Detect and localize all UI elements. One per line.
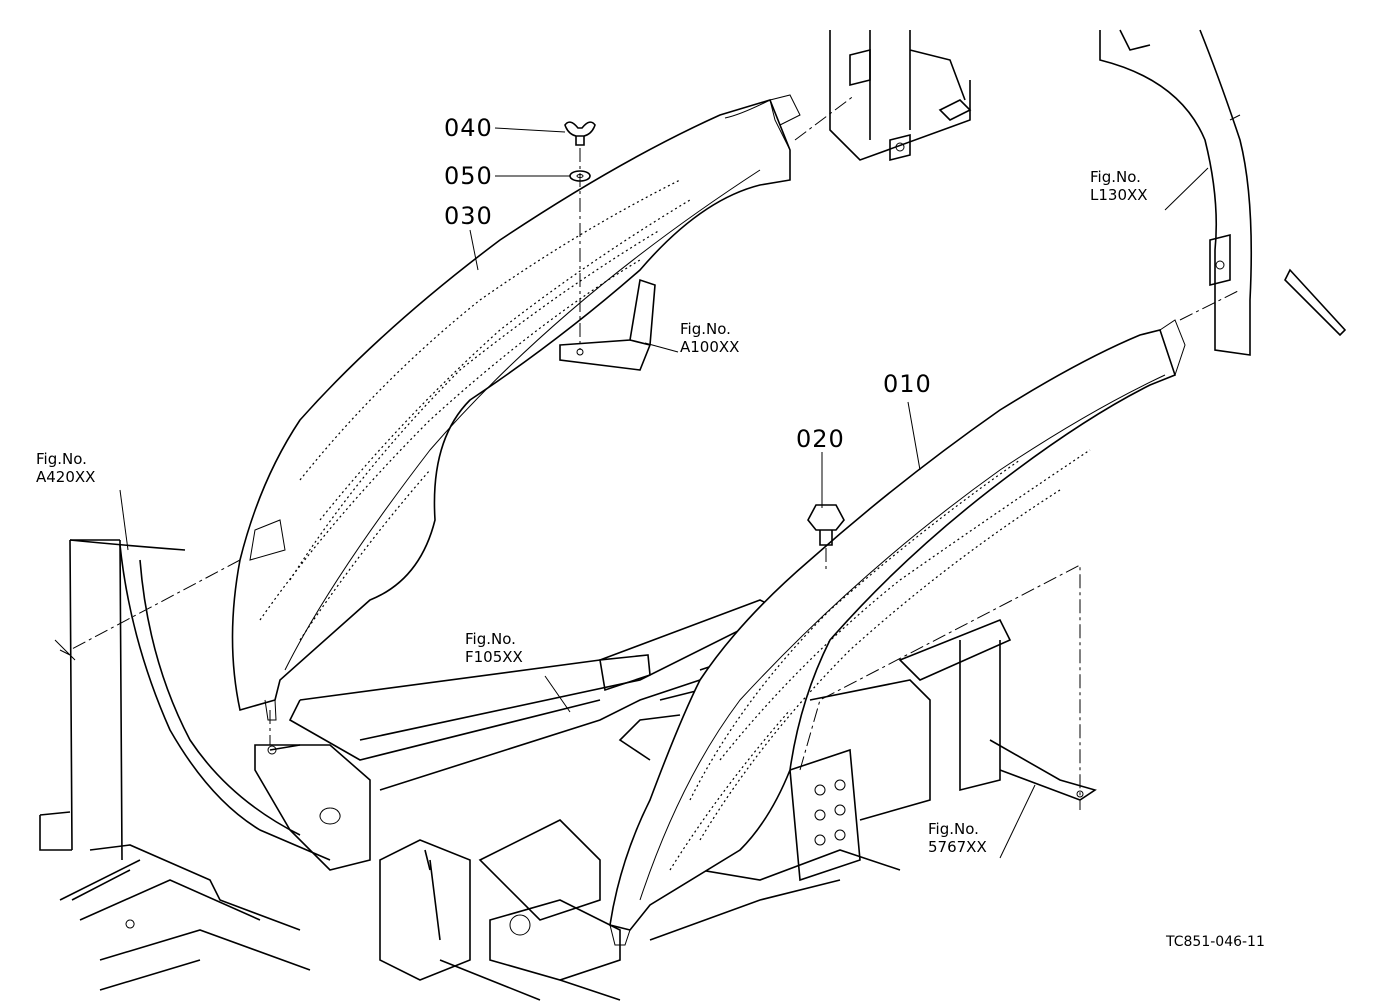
ref-l130-line1: Fig.No. — [1090, 168, 1141, 186]
ref-f105-line1: Fig.No. — [465, 630, 516, 648]
ref-a100-line1: Fig.No. — [680, 320, 731, 338]
ref-5767: Fig.No. 5767XX — [928, 820, 987, 856]
ref-5767-line1: Fig.No. — [928, 820, 979, 838]
part-label-040: 040 — [444, 114, 493, 142]
ref-a420-line1: Fig.No. — [36, 450, 87, 468]
ref-l130: Fig.No. L130XX — [1090, 168, 1148, 204]
ref-a420-line2: A420XX — [36, 468, 96, 486]
hardware — [564, 121, 845, 546]
assembly-lines — [69, 94, 1241, 960]
rops-post — [1099, 29, 1347, 356]
fender-cover-right-010 — [609, 319, 1186, 946]
ref-5767-line2: 5767XX — [928, 838, 987, 856]
ref-a420: Fig.No. A420XX — [36, 450, 95, 486]
left-frame-structure — [39, 539, 331, 991]
ref-l130-line2: L130XX — [1090, 186, 1148, 204]
ref-a100-line2: A100XX — [680, 338, 740, 356]
ref-f105-line2: F105XX — [465, 648, 523, 666]
part-label-020: 020 — [796, 425, 845, 453]
fender-cover-left-030 — [231, 94, 801, 721]
upper-bracket — [559, 30, 972, 371]
ref-f105: Fig.No. F105XX — [465, 630, 523, 666]
leader-lines — [119, 127, 1209, 859]
part-label-010: 010 — [883, 370, 932, 398]
ref-a100: Fig.No. A100XX — [680, 320, 739, 356]
drawing-code: TC851-046-11 — [1166, 934, 1265, 950]
part-label-050: 050 — [444, 162, 493, 190]
part-label-030: 030 — [444, 202, 493, 230]
